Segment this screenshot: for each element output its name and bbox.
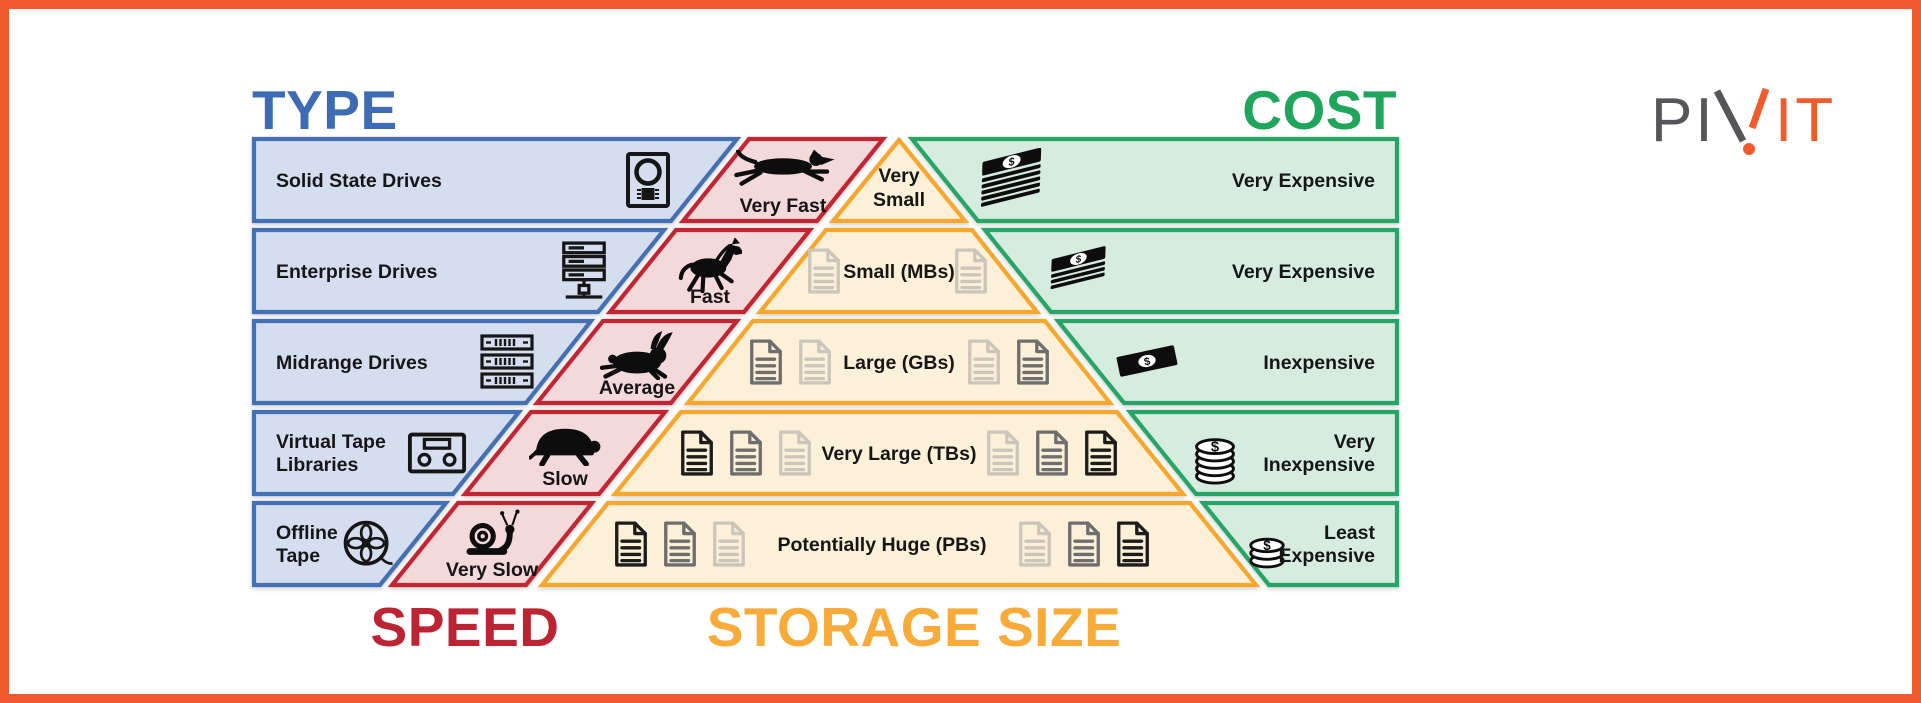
type-heading: TYPE: [252, 79, 398, 141]
storage-label: Potentially Huge (PBs): [777, 534, 986, 556]
storage-size-heading: STORAGE SIZE: [707, 596, 1122, 658]
type-label-line1: Virtual Tape: [276, 431, 386, 453]
logo-dot: [1743, 143, 1755, 155]
cost-label-line1: Very: [1334, 431, 1375, 453]
logo-orange-letters: IT: [1775, 86, 1836, 155]
type-cell: [251, 500, 451, 588]
logo-v-left-stroke: [1713, 89, 1747, 143]
speed-label: Slow: [542, 468, 588, 490]
logo-gray-letters: PI: [1651, 86, 1716, 155]
type-label: Solid State Drives: [276, 170, 442, 192]
coin-stack-icon: [1194, 438, 1236, 485]
type-label: Midrange Drives: [276, 352, 428, 374]
storage-label: Large (GBs): [843, 352, 955, 374]
row-virtual-tape-libraries: Virtual Tape Libraries Slow Very Large (…: [251, 409, 1400, 497]
type-label-line1: Offline: [276, 522, 338, 544]
type-label: Enterprise Drives: [276, 261, 438, 283]
storage-label-line1: Very: [878, 165, 919, 187]
storage-cell: [828, 136, 970, 224]
logo-v-right-stroke: [1748, 87, 1770, 130]
row-solid-state-drives: Solid State Drives Very Fast Very Small …: [251, 136, 1400, 224]
type-cell: [251, 318, 596, 406]
speed-label: Average: [599, 377, 675, 399]
cost-label-line1: Least: [1324, 522, 1375, 544]
storage-label: Very Large (TBs): [822, 443, 977, 465]
storage-label: Small (MBs): [843, 261, 955, 283]
cost-cell: [1198, 500, 1400, 588]
type-cell: [251, 409, 524, 497]
pivit-logo: PI IT: [1651, 86, 1836, 155]
row-enterprise-drives: Enterprise Drives Fast Small (MBs) Very …: [251, 227, 1400, 315]
row-offline-tape: Offline Tape Very Slow Potentially Huge …: [251, 500, 1400, 588]
cost-label: Very Expensive: [1232, 170, 1375, 192]
speed-label: Very Fast: [740, 195, 827, 217]
speed-label: Very Slow: [446, 559, 539, 581]
speed-label: Fast: [690, 286, 731, 308]
cost-cell: [1053, 318, 1400, 406]
cost-label: Inexpensive: [1263, 352, 1375, 374]
type-cell: [251, 136, 742, 224]
storage-cell: [683, 318, 1115, 406]
type-label-line2: Tape: [276, 545, 320, 567]
cost-label-line2: Inexpensive: [1263, 454, 1375, 476]
cost-label-line2: Expensive: [1279, 545, 1376, 567]
speed-heading: SPEED: [371, 596, 560, 658]
cost-heading: COST: [1242, 79, 1397, 141]
type-cell: [251, 227, 669, 315]
storage-tiers-diagram: $ $: [251, 79, 1836, 658]
row-midrange-drives: Midrange Drives Average Large (GBs) Inex…: [251, 318, 1400, 406]
storage-label-line2: Small: [873, 189, 925, 211]
cost-label: Very Expensive: [1232, 261, 1375, 283]
type-label-line2: Libraries: [276, 454, 359, 476]
